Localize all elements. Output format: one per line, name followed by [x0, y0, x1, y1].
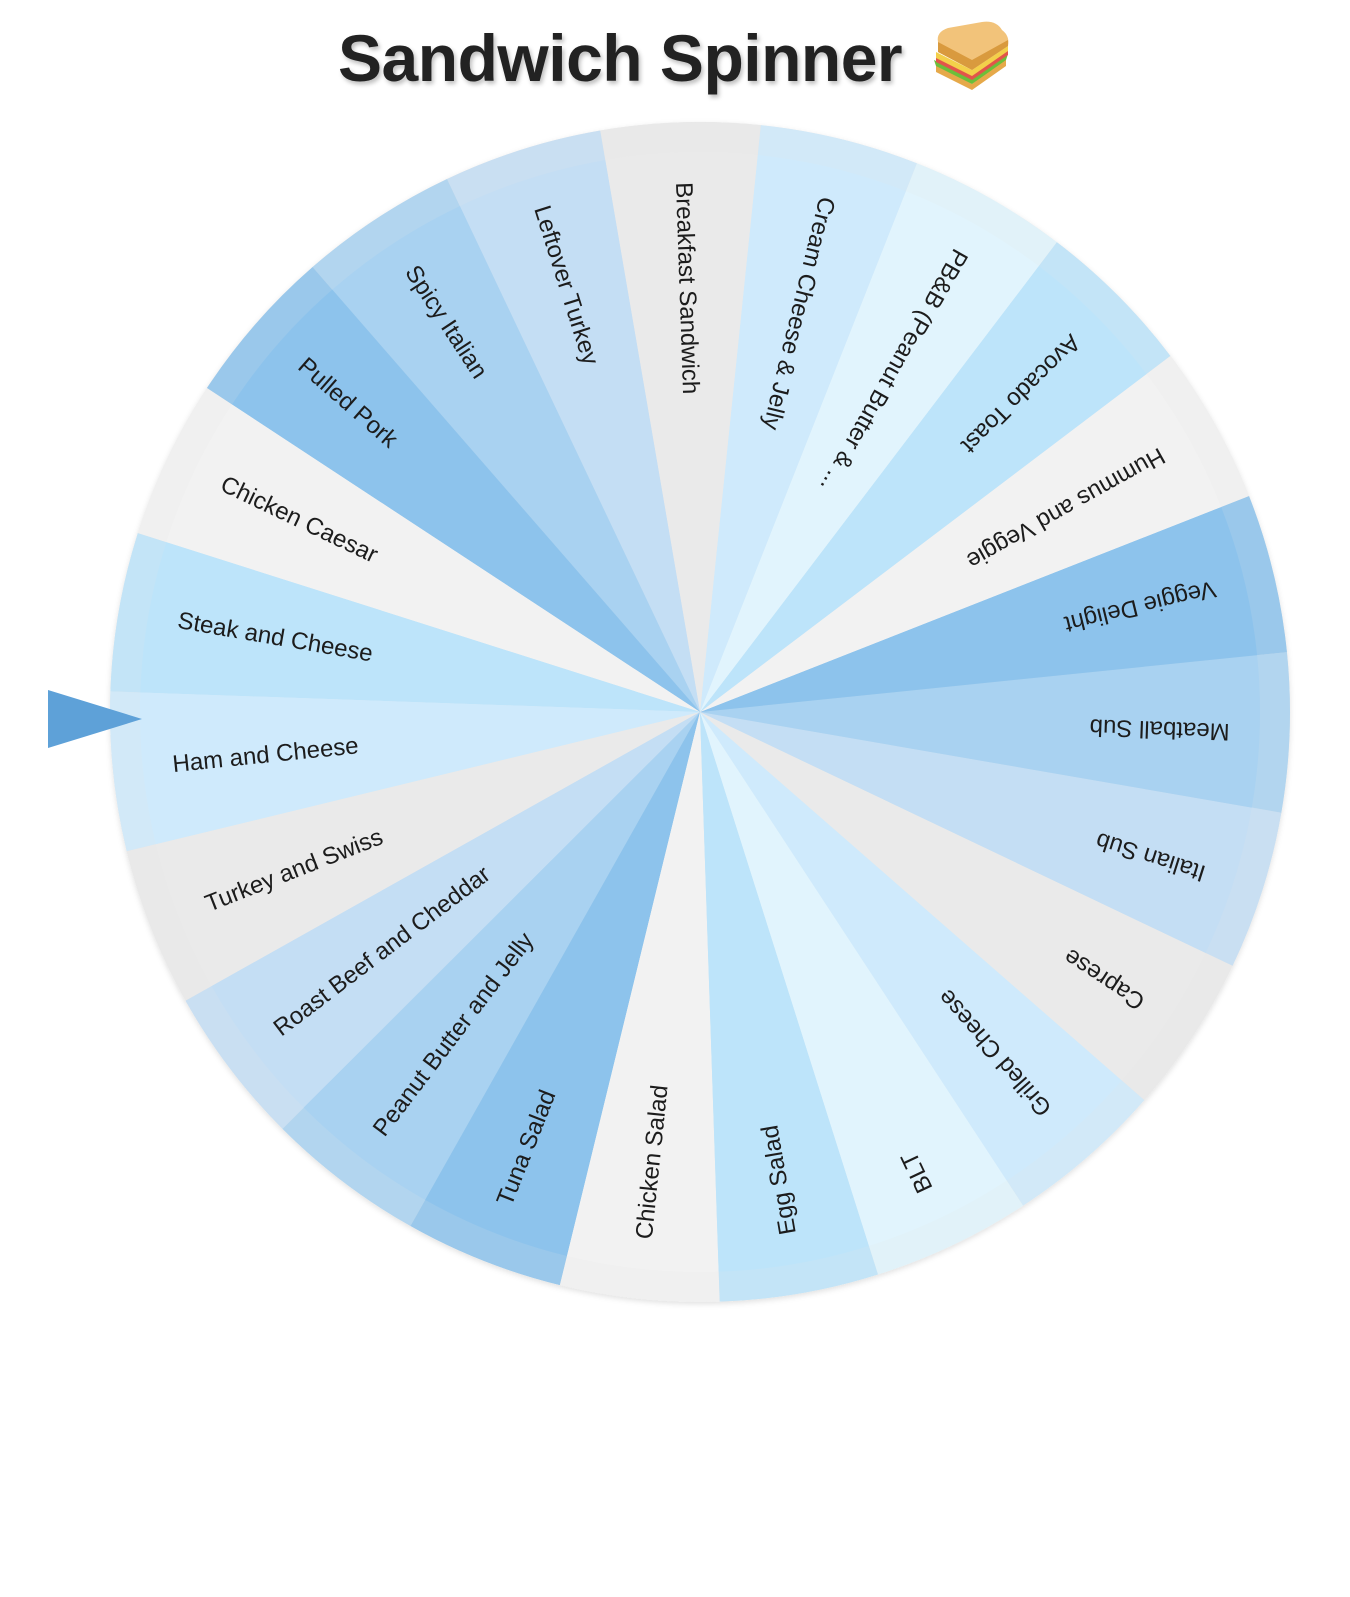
page-title: Sandwich Spinner	[0, 18, 1350, 107]
wheel-slice-pulled-pork[interactable]	[221, 257, 700, 756]
wheel-slice-caprese[interactable]	[700, 663, 1218, 1119]
wheel-slice-chicken-caesar[interactable]	[153, 360, 700, 764]
wheel-slice-grilled-cheese[interactable]	[700, 673, 1131, 1206]
wheel-slice-egg-salad[interactable]	[662, 700, 870, 1273]
wheel-slice-leftover-turkey[interactable]	[457, 156, 700, 731]
wheel-slice-spicy-italian[interactable]	[325, 187, 700, 745]
wheel-slice-meatball-sub[interactable]	[700, 655, 1272, 862]
wheel-slice-italian-sub[interactable]	[700, 657, 1266, 1001]
wheel-slice-blt[interactable]	[700, 686, 1012, 1258]
wheel-slice-ham-and-cheese[interactable]	[135, 636, 708, 845]
wheel-slices	[110, 122, 1290, 1302]
wheel-slice-breakfast-sandwich[interactable]	[605, 143, 813, 716]
wheel-slice-hummus-and-veggie[interactable]	[670, 368, 1236, 712]
wheel-slice-steak-and-cheese[interactable]	[125, 490, 700, 768]
wheel-slice-veggie-delight[interactable]	[685, 505, 1258, 712]
wheel-slice-turkey-and-swiss[interactable]	[148, 712, 723, 990]
wheel-slice-avocado-toast[interactable]	[658, 256, 1176, 712]
title-text: Sandwich Spinner	[338, 21, 903, 95]
wheel-slice-peanut-butter-and-jelly[interactable]	[268, 712, 747, 1211]
wheel-slice-cream-cheese-jelly[interactable]	[644, 140, 956, 712]
pointer-arrow-icon	[48, 690, 142, 748]
sandwich-icon	[930, 20, 1012, 107]
wheel-slice-label: Meatball Sub	[1089, 713, 1230, 745]
wheel-slice-roast-beef-and-cheddar[interactable]	[189, 712, 736, 1116]
wheel-slice-tuna-salad[interactable]	[379, 712, 754, 1270]
wheel-slice-chicken-salad[interactable]	[513, 712, 756, 1287]
wheel-slice-pb-b-peanut-butter[interactable]	[650, 179, 1081, 712]
